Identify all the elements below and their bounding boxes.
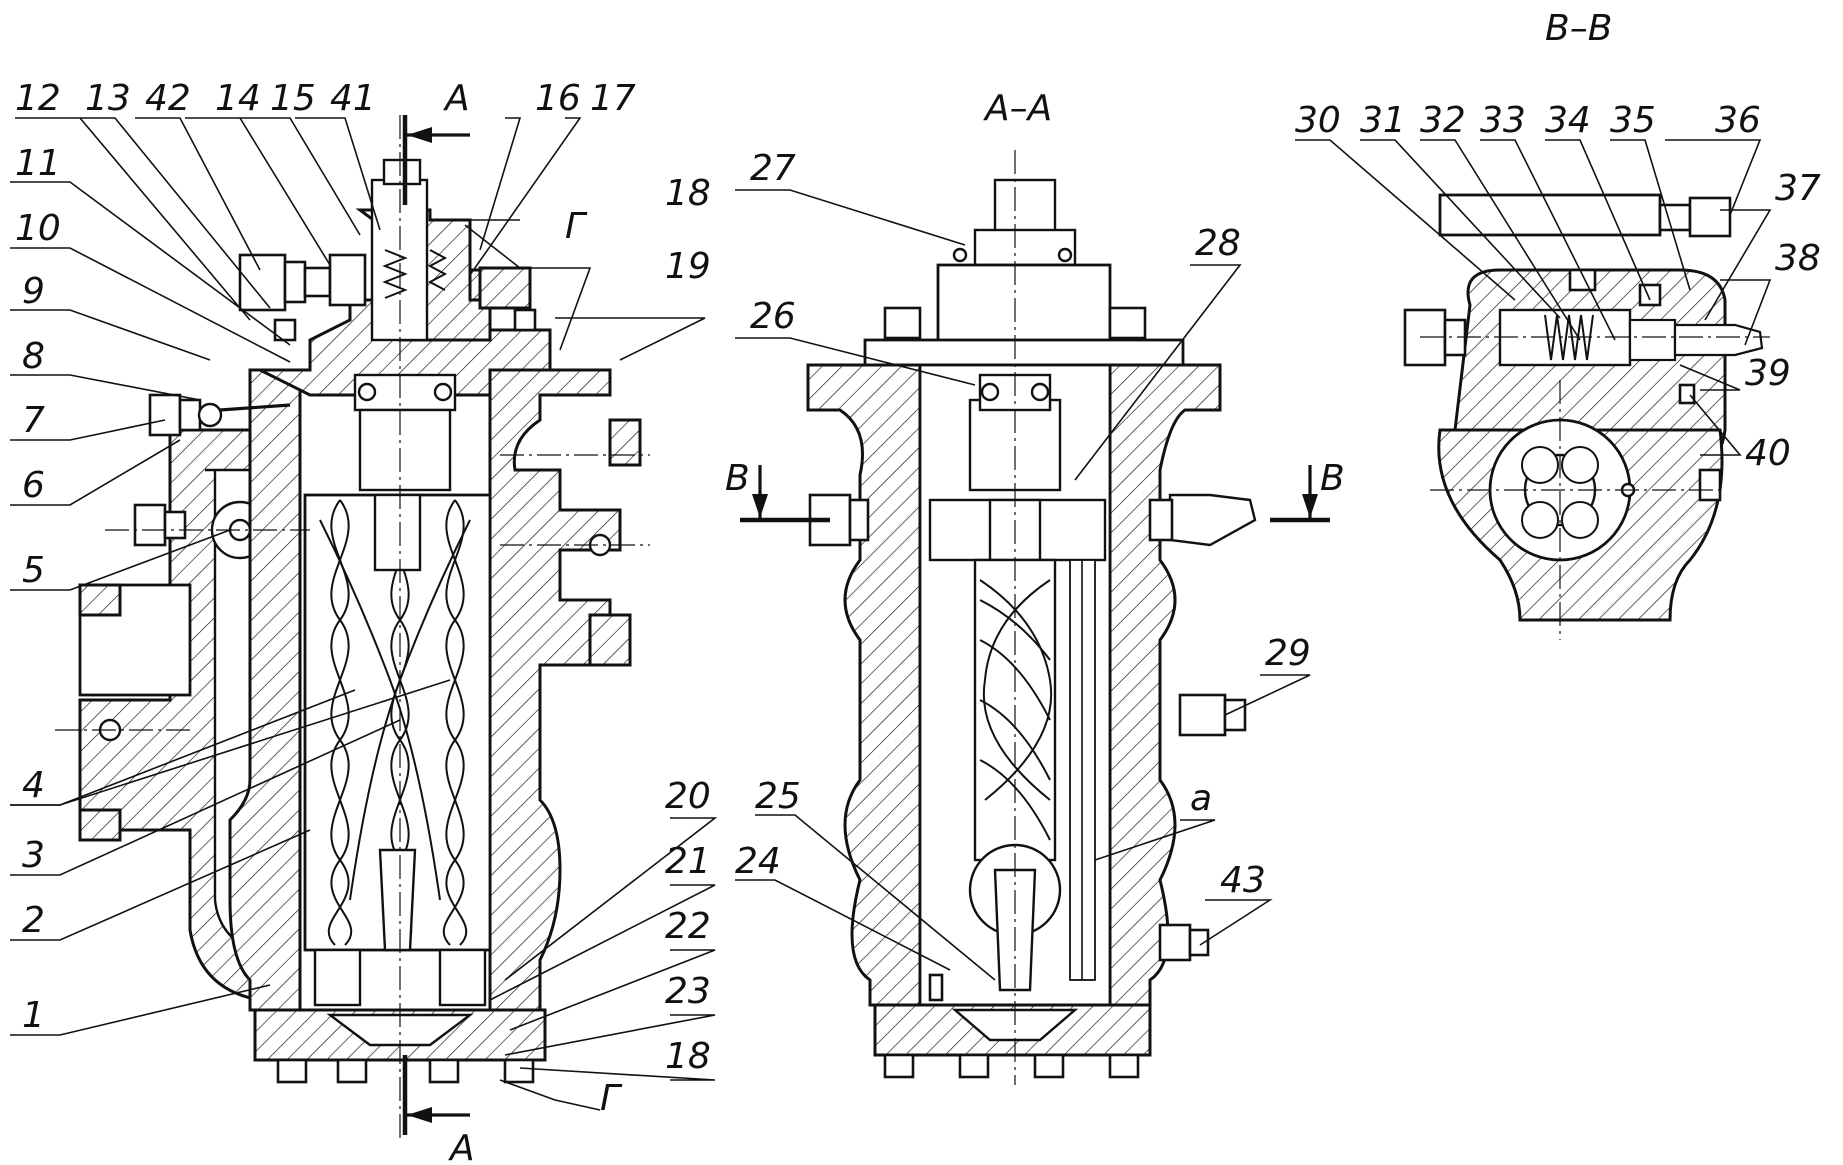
- callout-8: 8: [22, 336, 45, 377]
- screw-rotors: [319, 499, 471, 946]
- callout-42: 42: [145, 78, 191, 119]
- callout-33: 33: [1480, 100, 1526, 141]
- leader-lines: [10, 117, 1772, 1111]
- cut-mark-a-top: А: [443, 78, 470, 119]
- callout-23: 23: [665, 971, 711, 1012]
- callout-43: 43: [1220, 860, 1266, 901]
- cut-mark-g-top: Г: [565, 206, 588, 247]
- callout-6: 6: [22, 465, 45, 506]
- bottom-bolts: [276, 1058, 535, 1084]
- callout-11: 11: [15, 143, 61, 184]
- callout-22: 22: [665, 906, 711, 947]
- callout-18-top: 18: [665, 173, 711, 214]
- cut-mark-v-right: В: [1320, 458, 1345, 499]
- section-aa-view: [740, 150, 1330, 1085]
- callout-32: 32: [1420, 100, 1466, 141]
- callout-1: 1: [22, 995, 45, 1036]
- callout-5: 5: [22, 550, 45, 591]
- title-section-vv: В–В: [1545, 8, 1612, 49]
- callout-17: 17: [590, 78, 636, 119]
- callout-4: 4: [22, 765, 45, 806]
- callout-19: 19: [665, 246, 711, 287]
- callout-39: 39: [1745, 353, 1791, 394]
- callout-labels: 12 13 42 14 15 41 16 17 11 10 9 8 7 6 5 …: [15, 78, 1821, 1077]
- callout-36: 36: [1715, 100, 1761, 141]
- callout-28: 28: [1195, 223, 1241, 264]
- callout-a: а: [1190, 778, 1212, 819]
- callout-29: 29: [1265, 633, 1311, 674]
- callout-30: 30: [1295, 100, 1341, 141]
- callout-25: 25: [755, 776, 801, 817]
- section-vv-view: [1403, 193, 1770, 640]
- callout-35: 35: [1610, 100, 1656, 141]
- callout-27: 27: [750, 148, 796, 189]
- cut-mark-a-bottom: А: [448, 1128, 475, 1165]
- callout-37: 37: [1775, 168, 1821, 209]
- callout-40: 40: [1745, 433, 1791, 474]
- title-section-aa: A–A: [983, 88, 1052, 129]
- callout-13: 13: [85, 78, 131, 119]
- callout-10: 10: [15, 208, 61, 249]
- callout-9: 9: [22, 271, 45, 312]
- callout-20: 20: [665, 776, 711, 817]
- cut-mark-v-left: В: [725, 458, 750, 499]
- callout-14: 14: [215, 78, 261, 119]
- cut-mark-g-bottom: Г: [600, 1078, 623, 1119]
- callout-21: 21: [665, 841, 711, 882]
- callout-2: 2: [22, 900, 45, 941]
- callout-34: 34: [1545, 100, 1591, 141]
- callout-16: 16: [535, 78, 581, 119]
- callout-26: 26: [750, 296, 796, 337]
- main-section-view: [55, 115, 650, 1140]
- callout-12: 12: [15, 78, 61, 119]
- callout-24: 24: [735, 841, 781, 882]
- callout-18-bottom: 18: [665, 1036, 711, 1077]
- callout-15: 15: [270, 78, 316, 119]
- callout-41: 41: [330, 78, 376, 119]
- callout-38: 38: [1775, 238, 1821, 279]
- callout-31: 31: [1360, 100, 1406, 141]
- callout-3: 3: [22, 835, 45, 876]
- callout-7: 7: [22, 400, 45, 441]
- middle-screw-rotor: [979, 579, 1053, 841]
